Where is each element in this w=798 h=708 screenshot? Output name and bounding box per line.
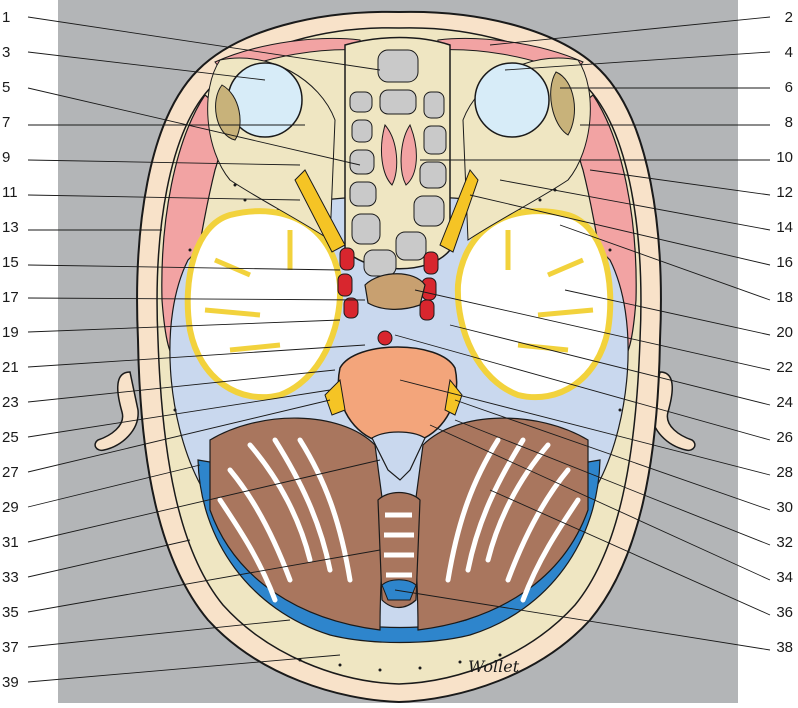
label-37: 37 bbox=[2, 639, 19, 656]
label-34: 34 bbox=[776, 569, 793, 586]
label-7: 7 bbox=[2, 114, 10, 131]
label-20: 20 bbox=[776, 324, 793, 341]
label-27: 27 bbox=[2, 464, 19, 481]
label-39: 39 bbox=[2, 674, 19, 691]
label-28: 28 bbox=[776, 464, 793, 481]
label-14: 14 bbox=[776, 219, 793, 236]
label-25: 25 bbox=[2, 429, 19, 446]
label-19: 19 bbox=[2, 324, 19, 341]
label-32: 32 bbox=[776, 534, 793, 551]
label-38: 38 bbox=[776, 639, 793, 656]
right-eyeball bbox=[475, 63, 549, 137]
basilar-artery bbox=[378, 331, 392, 345]
label-35: 35 bbox=[2, 604, 19, 621]
label-13: 13 bbox=[2, 219, 19, 236]
right-temporal-lobe bbox=[458, 211, 610, 397]
label-15: 15 bbox=[2, 254, 19, 271]
label-1: 1 bbox=[2, 9, 10, 26]
label-12: 12 bbox=[776, 184, 793, 201]
label-3: 3 bbox=[2, 44, 10, 61]
label-23: 23 bbox=[2, 394, 19, 411]
label-36: 36 bbox=[776, 604, 793, 621]
label-33: 33 bbox=[2, 569, 19, 586]
label-22: 22 bbox=[776, 359, 793, 376]
confluence-of-sinuses bbox=[382, 580, 416, 600]
pituitary-gland bbox=[365, 274, 425, 310]
label-2: 2 bbox=[785, 9, 793, 26]
label-21: 21 bbox=[2, 359, 19, 376]
label-26: 26 bbox=[776, 429, 793, 446]
label-31: 31 bbox=[2, 534, 19, 551]
label-16: 16 bbox=[776, 254, 793, 271]
label-6: 6 bbox=[785, 79, 793, 96]
label-4: 4 bbox=[785, 44, 793, 61]
left-temporal-lobe bbox=[188, 211, 340, 397]
label-17: 17 bbox=[2, 289, 19, 306]
label-29: 29 bbox=[2, 499, 19, 516]
label-8: 8 bbox=[785, 114, 793, 131]
artist-signature: Wollet bbox=[468, 657, 520, 676]
label-30: 30 bbox=[776, 499, 793, 516]
label-18: 18 bbox=[776, 289, 793, 306]
label-5: 5 bbox=[2, 79, 10, 96]
label-10: 10 bbox=[776, 149, 793, 166]
label-24: 24 bbox=[776, 394, 793, 411]
label-11: 11 bbox=[2, 184, 18, 201]
label-9: 9 bbox=[2, 149, 10, 166]
